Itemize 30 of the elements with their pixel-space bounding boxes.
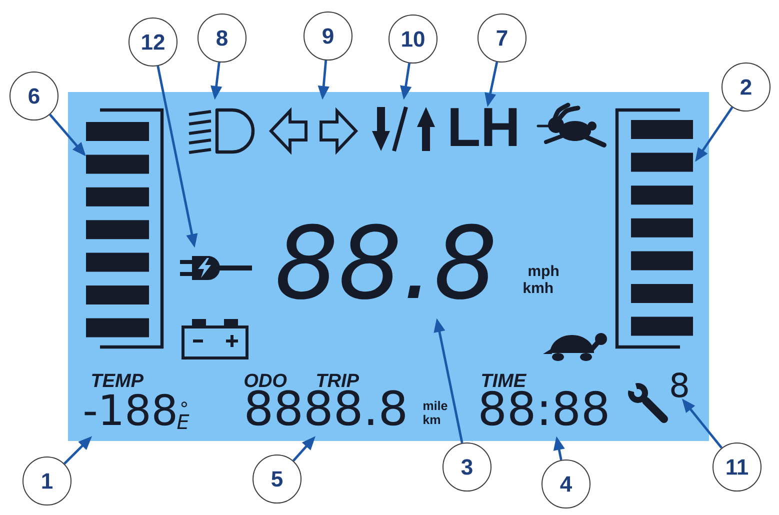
digit-readout: 8 <box>671 372 688 398</box>
callout-number: 9 <box>304 12 352 60</box>
unit-label: E <box>177 414 190 429</box>
display-label: ODO <box>244 374 287 388</box>
callout-number: 5 <box>252 454 302 504</box>
display-label: TIME <box>482 374 527 387</box>
callout-number: 7 <box>478 14 526 62</box>
unit-label: km <box>424 414 440 424</box>
digit-readout: 8888.8 <box>246 390 405 426</box>
indicator-label: LH <box>450 108 517 146</box>
callout-number: 8 <box>198 14 246 62</box>
callout-number: 3 <box>442 442 492 492</box>
digit-readout: -188 <box>84 394 176 426</box>
unit-label: kmh <box>524 282 553 293</box>
unit-label: ° <box>181 402 187 408</box>
callout-number: 4 <box>542 460 590 508</box>
digit-readout: 88.8 <box>278 224 493 300</box>
unit-label: mph <box>528 265 558 280</box>
plug-icon <box>180 256 252 280</box>
digit-readout: 88:88 <box>480 390 608 426</box>
unit-label: mile <box>424 400 448 410</box>
display-label: TRIP <box>317 374 360 387</box>
callout-number: 12 <box>128 18 178 66</box>
headlight-icon <box>188 108 255 154</box>
callout-number: 2 <box>722 62 770 112</box>
callout-number: 11 <box>712 442 762 492</box>
callout-number: 6 <box>10 72 58 120</box>
display-label: TEMP <box>92 374 144 387</box>
callout-number: 1 <box>22 456 72 506</box>
callout-number: 10 <box>388 14 438 64</box>
